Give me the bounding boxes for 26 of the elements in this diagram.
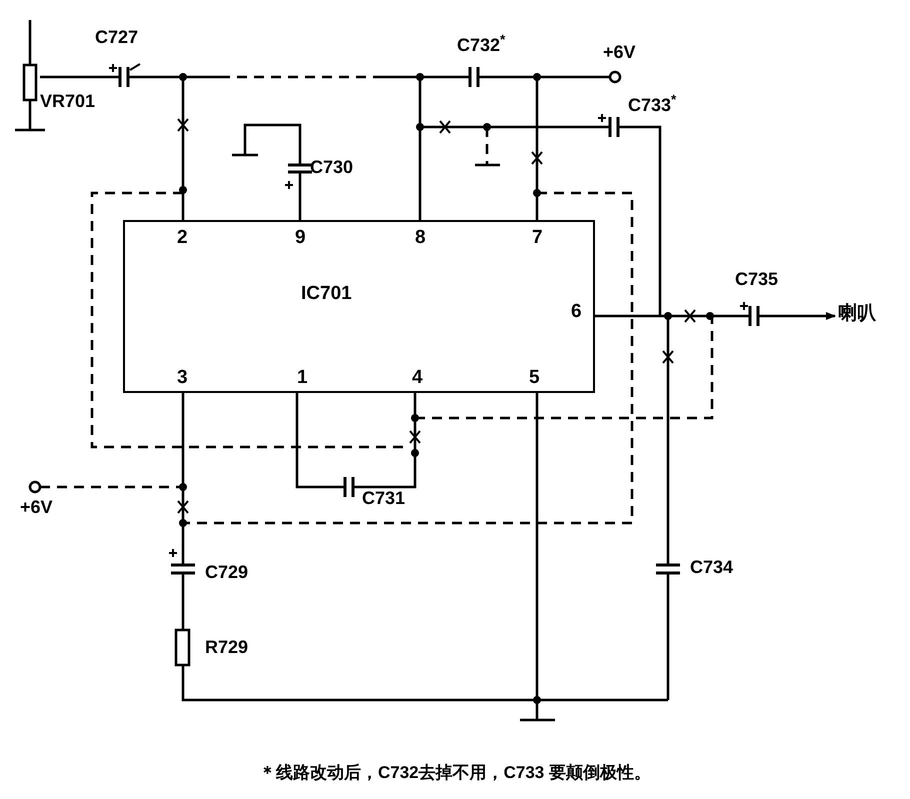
ic-box [123,220,595,393]
component-label: C732$^{*}$ [457,36,506,54]
pin-number: 2 [177,228,188,247]
arrow [758,312,836,320]
caption: ＊线路改动后，C732去掉不用，C733 要颠倒极性。 [258,762,652,784]
pin-number: 7 [532,228,543,247]
pin-number: 9 [295,228,306,247]
supply-label: +6V [20,498,53,516]
output-label: 喇叭 [838,304,876,323]
pin-number: 6 [571,302,582,321]
component-label: C730 [310,158,354,176]
pin-number: 3 [177,368,188,387]
pin-number: 8 [415,228,426,247]
supply-label: +6V [603,43,636,61]
pin-number: 4 [412,368,423,387]
component-label: C735 [735,270,778,288]
component-label: C733$^{*}$ [628,96,676,114]
component-label: C731 [362,489,406,507]
component-label: C734 [690,558,734,576]
component-label: R729 [205,638,248,656]
pin-number: 5 [529,368,540,387]
chip-label: IC701 [301,284,352,303]
component-label: VR701 [40,92,96,110]
component-label: C727 [95,28,138,46]
component-label: C729 [205,563,248,581]
pin-number: 1 [297,368,308,387]
